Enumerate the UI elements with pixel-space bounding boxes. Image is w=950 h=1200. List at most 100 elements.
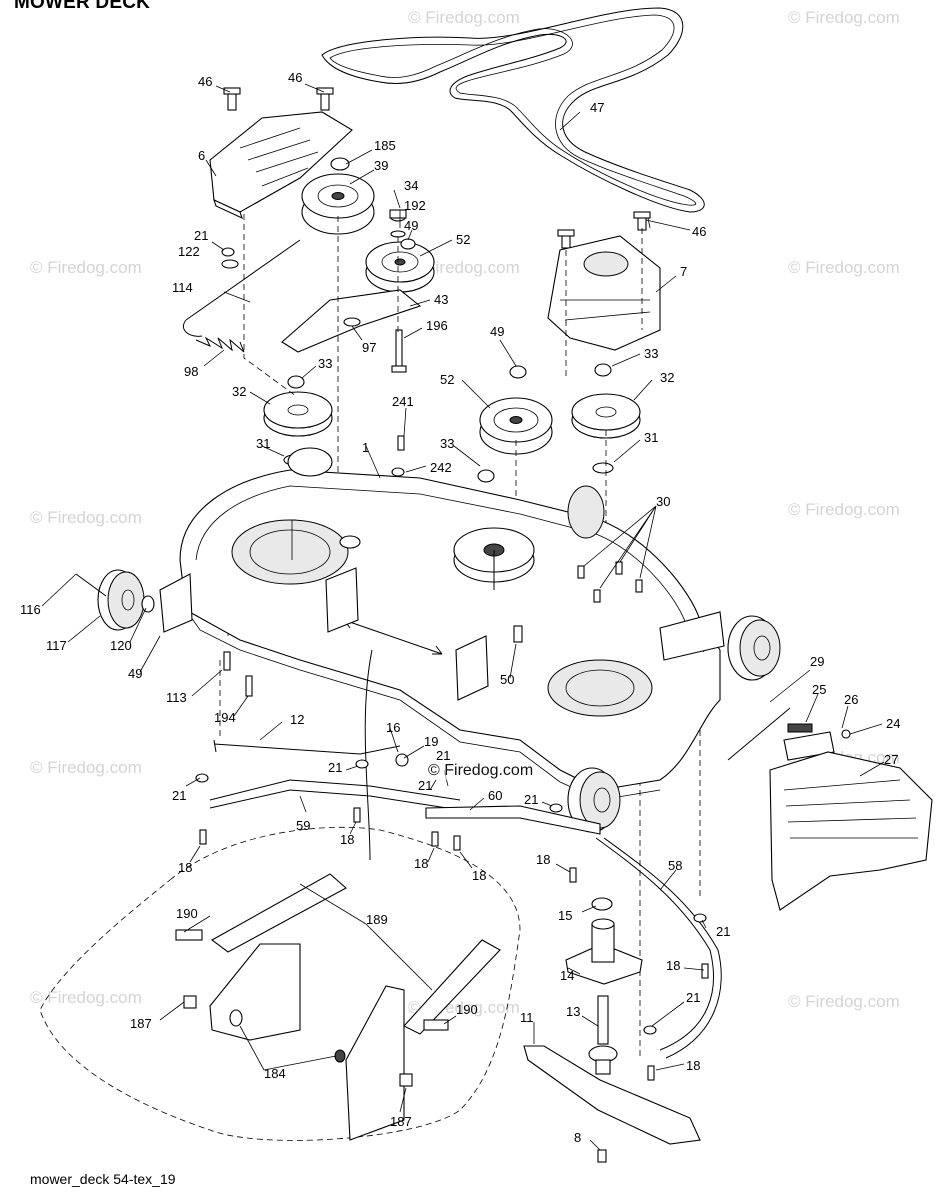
diagram-title: MOWER DECK [14, 0, 151, 13]
callout: 60 [488, 788, 502, 803]
spindle-housing-14 [565, 918, 643, 985]
bolt-8 [597, 1149, 607, 1163]
callout: 196 [426, 318, 448, 333]
callout: 18 [666, 958, 680, 973]
callout: 24 [886, 716, 900, 731]
callout: 30 [656, 494, 670, 509]
callout: 21 [172, 788, 186, 803]
callout: 12 [290, 712, 304, 727]
linkage-fasteners [195, 753, 709, 1081]
callout: 58 [668, 858, 682, 873]
left-bracket [159, 573, 193, 633]
callout: 21 [194, 228, 208, 243]
watermark: © Firedog.com [788, 8, 900, 27]
fitting-241 [397, 435, 405, 451]
callout: 18 [686, 1058, 700, 1073]
callout: 29 [810, 654, 824, 669]
fitting-242 [391, 467, 405, 477]
callout: 13 [566, 1004, 580, 1019]
callout: 15 [558, 908, 572, 923]
callout: 31 [256, 436, 270, 451]
nut-49-center [509, 365, 527, 379]
callout: 185 [374, 138, 396, 153]
blade-11 [523, 1045, 701, 1145]
callout: 192 [404, 198, 426, 213]
nut-33-center [477, 469, 495, 483]
deck-mount-brackets [325, 567, 489, 701]
watermark: © Firedog.com [408, 258, 520, 277]
callout: 18 [536, 852, 550, 867]
callout: 18 [340, 832, 354, 847]
left-belt-cover [209, 111, 353, 220]
callout: 49 [404, 218, 418, 233]
left-gauge-wheel-117 [97, 569, 145, 631]
spring-25 [787, 723, 813, 733]
callout: 116 [20, 602, 41, 617]
rear-gauge-wheel-top [287, 447, 605, 539]
callout: 184 [264, 1066, 286, 1081]
callout: 1 [362, 440, 369, 455]
nut-33-right [594, 363, 612, 377]
watermark: © Firedog.com [788, 258, 900, 277]
callout: 47 [590, 100, 604, 115]
right-bracket [659, 611, 725, 661]
washer-31-right [592, 462, 614, 474]
nut-21-122 [221, 247, 239, 269]
watermark: © Firedog.com [30, 258, 142, 277]
callout: 7 [680, 264, 687, 279]
nut-34 [389, 209, 407, 222]
callout-labels: 46 46 47 6 185 39 34 192 49 52 21 122 46… [20, 70, 900, 1145]
callout: 114 [172, 280, 193, 295]
callout: 33 [318, 356, 332, 371]
callout: 43 [434, 292, 448, 307]
callout: 8 [574, 1130, 581, 1145]
lift-link-59 [209, 779, 461, 811]
watermark: © Firedog.com [30, 758, 142, 777]
callout: 33 [644, 346, 658, 361]
pin-187-right [399, 1073, 413, 1087]
discharge-chute-27 [769, 751, 933, 911]
callout: 26 [844, 692, 858, 707]
callout: 21 [436, 748, 450, 763]
rod-29 [727, 707, 791, 761]
callout: 11 [520, 1010, 534, 1025]
spacer-184 [229, 1009, 346, 1063]
callout: 32 [660, 370, 674, 385]
idler-rod-114 [182, 239, 301, 337]
callout: 190 [456, 1002, 478, 1017]
watermark: © Firedog.com [788, 992, 900, 1011]
callout: 21 [418, 778, 432, 793]
callout: 49 [128, 666, 142, 681]
bolt-190-right [423, 1019, 449, 1031]
lift-link-58 [595, 837, 722, 1059]
bolt-46-center [316, 87, 334, 111]
callout: 19 [424, 734, 438, 749]
bolts-30 [577, 561, 643, 603]
callout: 242 [430, 460, 452, 475]
callout: 21 [328, 760, 342, 775]
lift-link-60 [425, 805, 601, 835]
callout: 46 [198, 74, 212, 89]
watermark: © Firedog.com [788, 500, 900, 519]
hanger-arm-189-right [345, 939, 501, 1141]
callout: 113 [166, 690, 187, 705]
watermark-overlay: © Firedog.com [428, 762, 534, 780]
callout: 46 [692, 224, 706, 239]
mower-deck-1 [179, 469, 721, 801]
nut-33-left [287, 375, 305, 389]
bolt-113 [223, 651, 231, 671]
spring-98 [195, 336, 245, 353]
callout: 25 [812, 682, 826, 697]
flat-idler-52-upper [365, 241, 435, 293]
callout: 46 [288, 70, 302, 85]
center-pulley-52 [479, 397, 553, 455]
callout: 49 [490, 324, 504, 339]
callout: 59 [296, 818, 310, 833]
drive-belt [321, 7, 705, 213]
callout: 52 [440, 372, 454, 387]
spacer-120 [141, 595, 155, 613]
nut-15 [591, 897, 613, 911]
callout: 21 [716, 924, 730, 939]
callout: 14 [560, 968, 574, 983]
